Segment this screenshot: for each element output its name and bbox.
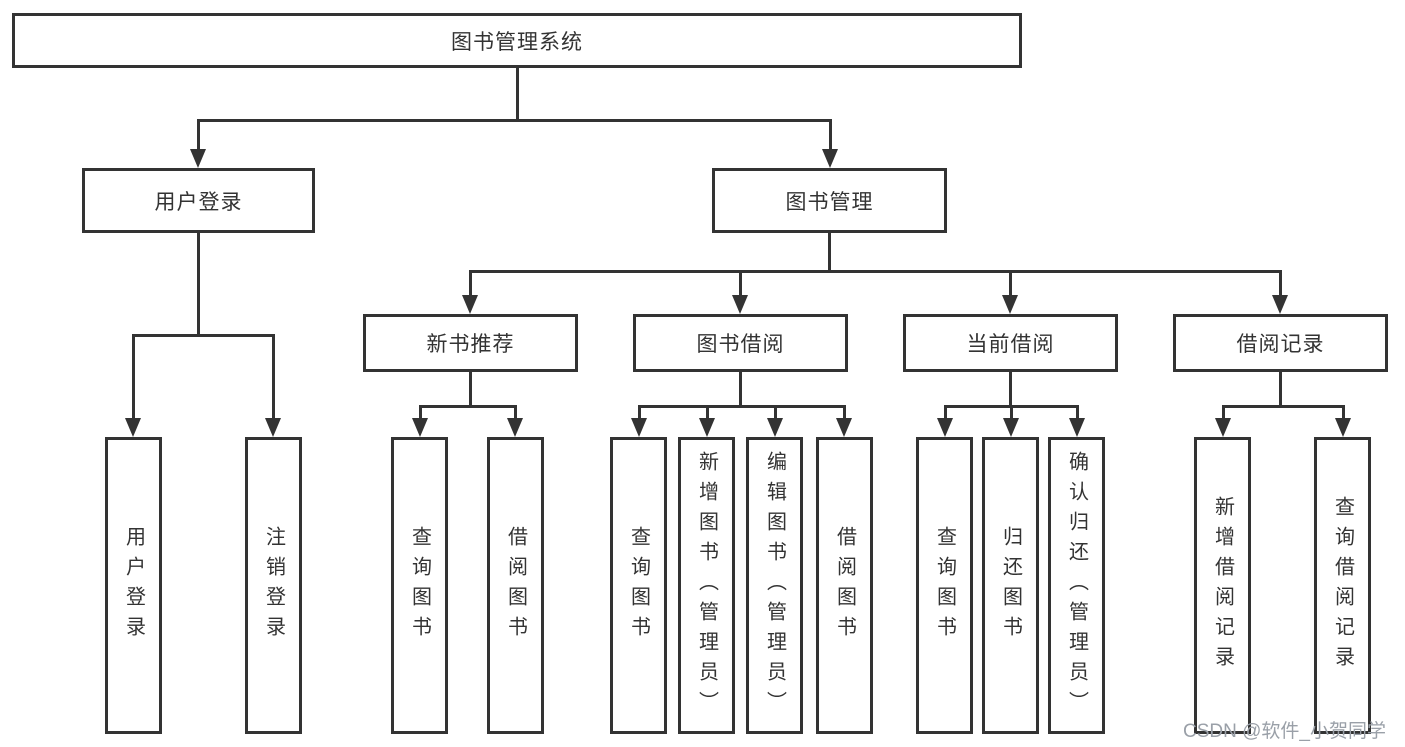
arrow-down-icon bbox=[822, 119, 839, 168]
leaf-label: 注销登录 bbox=[262, 525, 285, 646]
leaf-label: 借阅图书 bbox=[833, 525, 856, 646]
connector-line bbox=[469, 372, 472, 407]
node-label: 借阅记录 bbox=[1236, 333, 1325, 356]
connector-line bbox=[132, 334, 274, 337]
leaf-add-borrow-record: 新增借阅记录 bbox=[1194, 437, 1251, 734]
leaf-query-borrow-record: 查询借阅记录 bbox=[1314, 437, 1371, 734]
arrow-down-icon bbox=[507, 405, 524, 437]
arrow-down-icon bbox=[190, 119, 207, 168]
node-label: 图书借阅 bbox=[696, 333, 785, 356]
arrow-down-icon bbox=[631, 405, 648, 437]
node-borrowing-records: 借阅记录 bbox=[1173, 314, 1388, 372]
node-label: 图书管理系统 bbox=[451, 30, 583, 54]
leaf-confirm-return-admin: 确认归还（管理员） bbox=[1048, 437, 1105, 734]
connector-line bbox=[419, 405, 516, 408]
arrow-down-icon bbox=[836, 405, 853, 437]
leaf-logout: 注销登录 bbox=[245, 437, 302, 734]
leaf-label: 查询图书 bbox=[627, 525, 650, 646]
arrow-down-icon bbox=[1215, 405, 1232, 437]
leaf-label: 确认归还（管理员） bbox=[1065, 450, 1088, 721]
connector-line bbox=[739, 372, 742, 407]
arrow-down-icon bbox=[125, 334, 142, 437]
leaf-label: 查询借阅记录 bbox=[1331, 495, 1354, 676]
leaf-label: 用户登录 bbox=[122, 525, 145, 646]
node-label: 用户登录 bbox=[154, 190, 243, 214]
arrow-down-icon bbox=[1002, 270, 1019, 314]
arrow-down-icon bbox=[1272, 270, 1289, 314]
arrow-down-icon bbox=[1003, 405, 1020, 437]
arrow-down-icon bbox=[937, 405, 954, 437]
node-library-management-system: 图书管理系统 bbox=[12, 13, 1022, 68]
arrow-down-icon bbox=[1335, 405, 1352, 437]
arrow-down-icon bbox=[462, 270, 479, 314]
node-label: 图书管理 bbox=[785, 190, 874, 214]
leaf-label: 归还图书 bbox=[999, 525, 1022, 646]
leaf-borrow-book: 借阅图书 bbox=[816, 437, 873, 734]
leaf-label: 查询图书 bbox=[408, 525, 431, 646]
leaf-add-book-admin: 新增图书（管理员） bbox=[678, 437, 735, 734]
leaf-label: 借阅图书 bbox=[504, 525, 527, 646]
node-current-borrowing: 当前借阅 bbox=[903, 314, 1118, 372]
leaf-query-book-recommend: 查询图书 bbox=[391, 437, 448, 734]
leaf-query-book-borrow: 查询图书 bbox=[610, 437, 667, 734]
leaf-label: 查询图书 bbox=[933, 525, 956, 646]
leaf-edit-book-admin: 编辑图书（管理员） bbox=[746, 437, 803, 734]
connector-line bbox=[469, 270, 1281, 273]
connector-line bbox=[1222, 405, 1344, 408]
node-label: 新书推荐 bbox=[426, 333, 515, 356]
node-new-book-recommendation: 新书推荐 bbox=[363, 314, 578, 372]
connector-line bbox=[828, 233, 831, 272]
leaf-borrow-book-recommend: 借阅图书 bbox=[487, 437, 544, 734]
arrow-down-icon bbox=[732, 270, 749, 314]
node-book-borrowing: 图书借阅 bbox=[633, 314, 848, 372]
arrow-down-icon bbox=[1069, 405, 1086, 437]
leaf-return-book: 归还图书 bbox=[982, 437, 1039, 734]
leaf-user-login: 用户登录 bbox=[105, 437, 162, 734]
leaf-label: 新增借阅记录 bbox=[1211, 495, 1234, 676]
arrow-down-icon bbox=[767, 405, 784, 437]
connector-line bbox=[516, 68, 519, 120]
connector-line bbox=[1009, 372, 1012, 407]
node-user-login: 用户登录 bbox=[82, 168, 315, 233]
arrow-down-icon bbox=[412, 405, 429, 437]
node-book-management: 图书管理 bbox=[712, 168, 947, 233]
arrow-down-icon bbox=[699, 405, 716, 437]
node-label: 当前借阅 bbox=[966, 333, 1055, 356]
leaf-query-book-current: 查询图书 bbox=[916, 437, 973, 734]
leaf-label: 编辑图书（管理员） bbox=[763, 450, 786, 721]
connector-line bbox=[197, 233, 200, 336]
connector-line bbox=[1279, 372, 1282, 407]
connector-line bbox=[197, 119, 831, 122]
arrow-down-icon bbox=[265, 334, 282, 437]
leaf-label: 新增图书（管理员） bbox=[695, 450, 718, 721]
csdn-watermark: CSDN @软件_小贺同学 bbox=[1183, 721, 1386, 742]
connector-line bbox=[638, 405, 845, 408]
